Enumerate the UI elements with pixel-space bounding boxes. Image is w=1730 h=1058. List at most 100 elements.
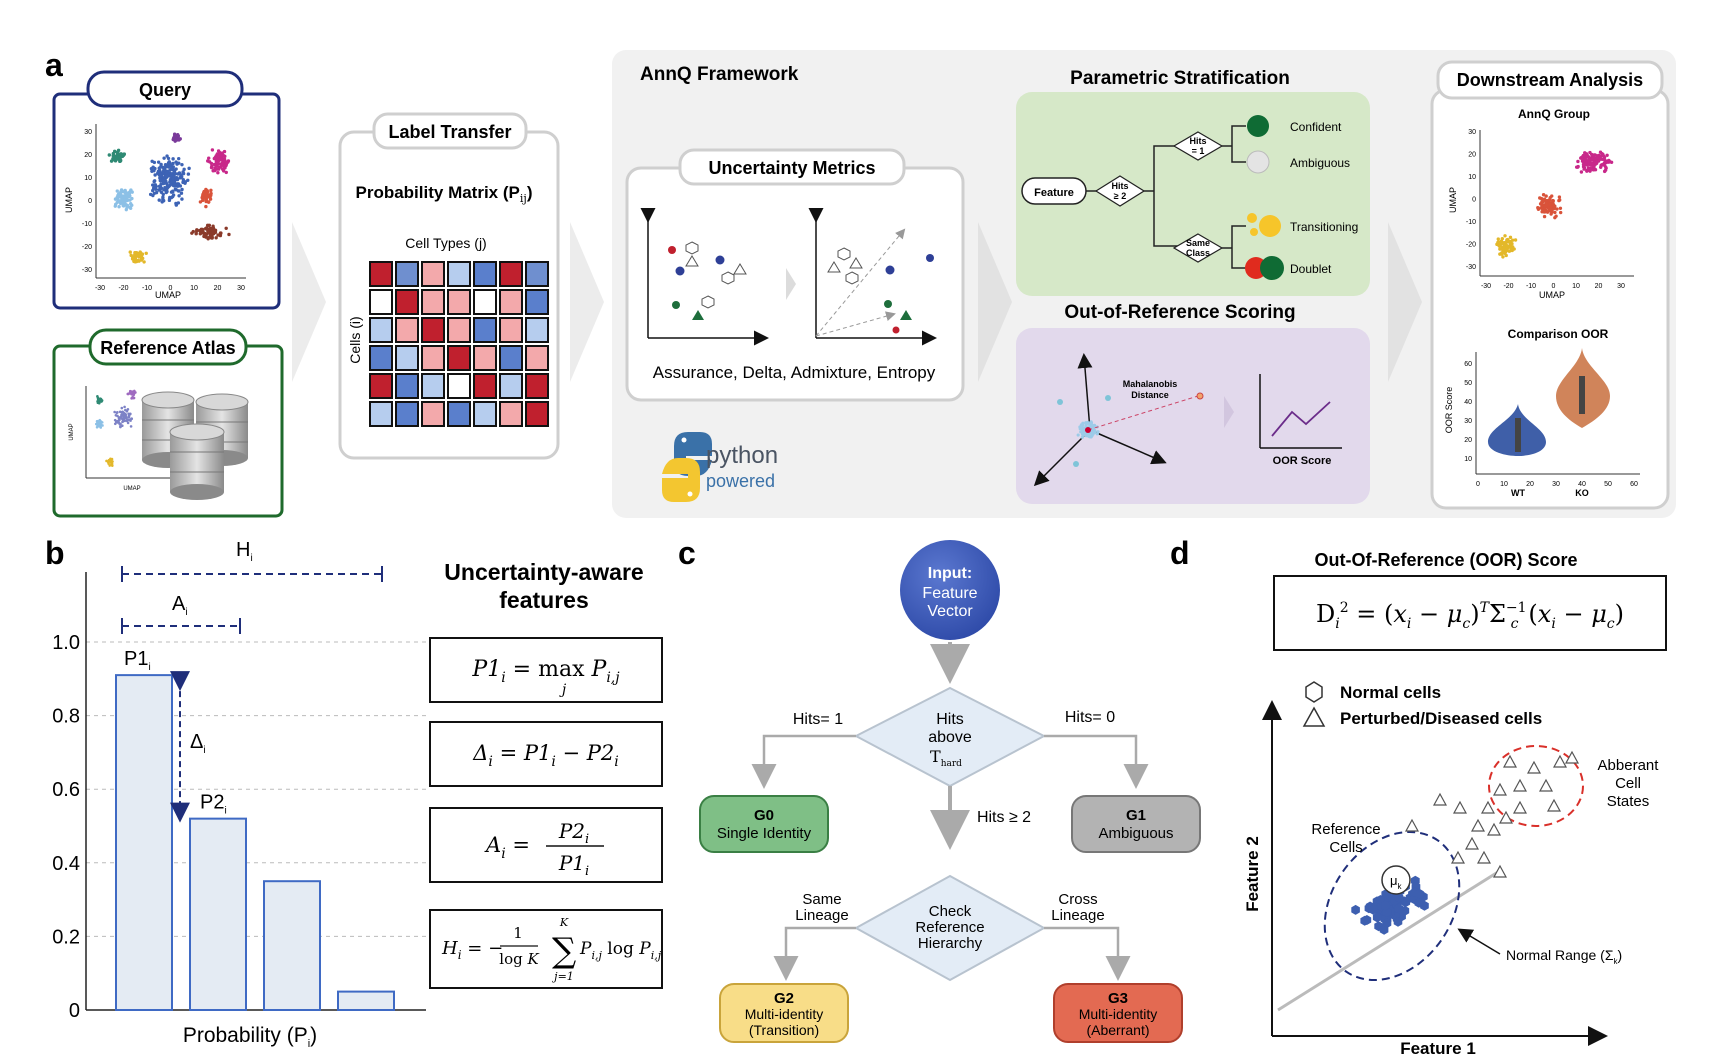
annq-framework-title: AnnQ Framework — [640, 64, 799, 85]
matrix-cell — [499, 373, 523, 399]
matrix-cell — [421, 317, 445, 343]
transitioning-icon — [1247, 213, 1281, 237]
oor-3d-plot: Mahalanobis Distance — [1033, 353, 1204, 487]
same-class-line1: Same — [1186, 238, 1210, 248]
matrix-cell — [369, 317, 393, 343]
svg-text:Hi = −: Hi = − — [441, 938, 503, 962]
tick-label: -30 — [95, 285, 105, 292]
perturbed-cell — [1512, 778, 1528, 792]
g3-line2: (Aberrant) — [1086, 1022, 1149, 1038]
matrix-cell — [499, 345, 523, 371]
same-lineage-line2: Lineage — [795, 907, 848, 924]
matrix-cell — [447, 401, 471, 427]
matrix-cell — [525, 401, 549, 427]
matrix-cell — [525, 317, 549, 343]
normal-cell — [1414, 897, 1424, 908]
tick-label: 20 — [84, 152, 92, 159]
tick-label: 20 — [1468, 152, 1476, 159]
matrix-cell — [369, 261, 393, 287]
matrix-cell — [499, 289, 523, 315]
tick-label: -20 — [1503, 283, 1513, 290]
hits2-branch-label: Hits ≥ 2 — [977, 809, 1031, 826]
oor-feature-plot: μk Reference Cells Abberant Cell States … — [1243, 700, 1660, 1058]
perturbed-cell — [1452, 800, 1468, 814]
svg-text:P2i: P2i — [558, 819, 589, 847]
perturbed-cell — [1538, 778, 1554, 792]
oor-score-label: OOR Score — [1273, 455, 1332, 467]
matrix-cell — [395, 261, 419, 287]
oor-legend: Normal cells Perturbed/Diseased cells — [1302, 681, 1542, 728]
annq-framework-panel: AnnQ Framework Uncertainty Metrics — [612, 50, 1676, 518]
formula-admixture: Ai = P2i P1i — [429, 807, 663, 883]
g0-label: Single Identity — [717, 825, 812, 842]
decision2-line3: Hierarchy — [918, 935, 983, 952]
tick-label: 60 — [1630, 481, 1638, 488]
perturbed-cell — [1404, 818, 1420, 832]
feature-node: Feature — [1034, 187, 1074, 199]
perturbed-cell — [1470, 818, 1486, 832]
query-axis-x: UMAP — [155, 290, 181, 300]
perturbed-cell — [1564, 750, 1580, 764]
perturbed-cell — [1526, 760, 1542, 774]
aberrant-line3: States — [1607, 793, 1650, 810]
flow-chevron-4 — [1388, 222, 1422, 382]
tick-label: 20 — [1464, 437, 1472, 444]
p2-label: P2i — [200, 792, 227, 817]
matrix-cell — [473, 345, 497, 371]
matrix-cell — [395, 345, 419, 371]
normal-cell — [1415, 888, 1424, 899]
normal-cell — [1394, 903, 1404, 914]
svg-text:P1i = max Pi,j: P1i = max Pi,j — [471, 657, 620, 686]
tick-label: -10 — [1466, 219, 1476, 226]
matrix-cell — [421, 289, 445, 315]
panel-d-letter: d — [1170, 535, 1190, 571]
tick-label: 30 — [1617, 283, 1625, 290]
downstream-title: Downstream Analysis — [1457, 70, 1643, 90]
tick-label: -20 — [1466, 242, 1476, 249]
mahalanobis-line2: Distance — [1131, 390, 1169, 400]
matrix-cell — [395, 289, 419, 315]
reference-axis-x: UMAP — [123, 486, 140, 492]
svg-text:j=1: j=1 — [551, 970, 574, 983]
panel-b-letter: b — [45, 535, 65, 571]
formula-p1: P1i = max Pi,j j — [429, 637, 663, 703]
svg-text:P1i: P1i — [558, 851, 589, 879]
panel-c-letter: c — [678, 535, 696, 571]
matrix-cell — [447, 373, 471, 399]
delta-annotation: Δi — [190, 731, 206, 756]
perturbed-cell — [1552, 754, 1568, 768]
transitioning-label: Transitioning — [1290, 220, 1358, 234]
aberrant-line2: Cell — [1615, 775, 1641, 792]
tick-label: 10 — [1500, 481, 1508, 488]
tick-label: -10 — [1526, 283, 1536, 290]
aberrant-line1: Abberant — [1598, 757, 1660, 774]
hits2-node-line2: ≥ 2 — [1114, 191, 1126, 201]
query-title: Query — [139, 80, 191, 100]
oor-score-plot: OOR Score — [1259, 374, 1342, 467]
metrics-plot-1 — [640, 208, 769, 346]
matrix-cell — [369, 373, 393, 399]
group-ko-label: KO — [1575, 488, 1589, 498]
perturbed-cell — [1464, 836, 1480, 850]
decision1-line1: Hits — [936, 711, 964, 728]
svg-text:log K: log K — [499, 950, 539, 968]
tick-label: 30 — [237, 285, 245, 292]
centroid-label: μk — [1390, 873, 1403, 891]
matrix-cell — [447, 289, 471, 315]
admixture-annotation: Ai — [172, 593, 188, 618]
downstream-axis-x: UMAP — [1539, 290, 1565, 300]
matrix-cell — [473, 317, 497, 343]
tick-label: 30 — [1468, 129, 1476, 136]
g2-line1: Multi-identity — [745, 1006, 824, 1022]
cells-label: Cells (i) — [347, 316, 363, 363]
perturbed-cell — [1476, 850, 1492, 864]
tick-label: 0 — [1552, 283, 1556, 290]
tick-label: 0 — [1476, 481, 1480, 488]
matrix-cell — [395, 373, 419, 399]
g2-line2: (Transition) — [749, 1022, 819, 1038]
matrix-cell — [447, 317, 471, 343]
matrix-cell — [499, 317, 523, 343]
